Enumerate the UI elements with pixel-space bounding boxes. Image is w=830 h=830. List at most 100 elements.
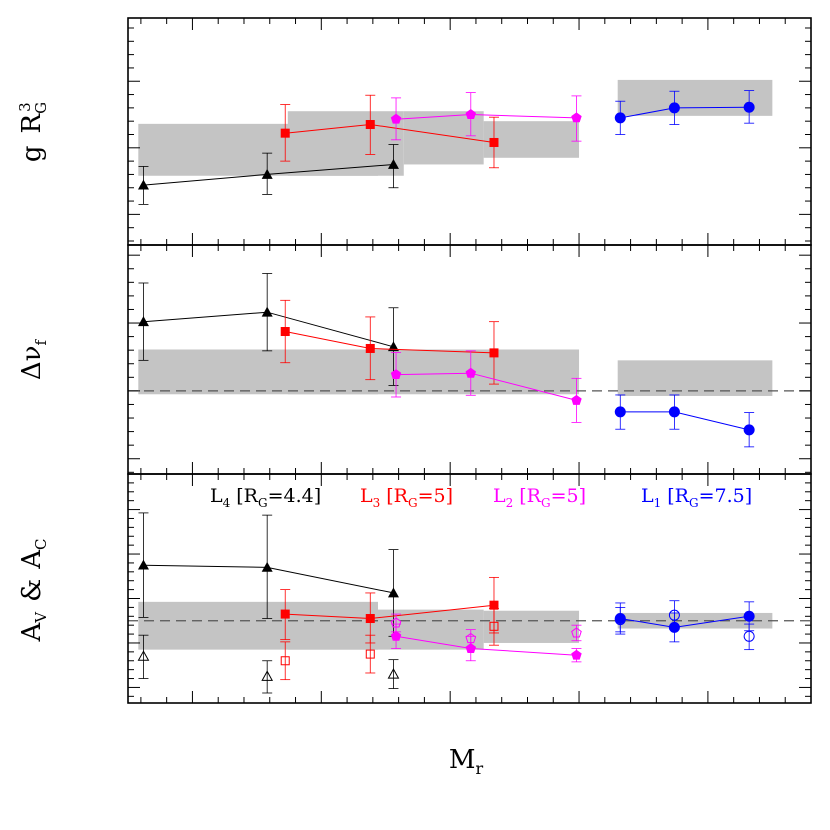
point-bottom-2-0 [390, 630, 402, 641]
ylabel-top-second-sub: G [32, 102, 50, 114]
point-bottom-1-2 [489, 600, 499, 610]
point-bottom-1-1 [365, 614, 375, 624]
point-top-1-0 [280, 128, 290, 138]
point-bottom-4-1 [261, 670, 274, 681]
series-middle-3 [614, 394, 755, 448]
series-middle-2 [390, 350, 582, 423]
legend-item-0-sub: 4 [223, 496, 231, 510]
point-bottom-7-0 [614, 614, 626, 626]
point-bottom-2-1 [465, 643, 477, 653]
point-middle-3-1 [668, 406, 680, 418]
ylabel-top-sup: 3 [16, 102, 34, 112]
series-top-2 [390, 92, 582, 142]
point-bottom-6-0 [390, 617, 402, 628]
ylabel-bottom-amp: & [17, 579, 47, 602]
legend-item-2-rest: [R [519, 485, 541, 507]
point-top-2-2 [571, 112, 582, 123]
legend-item-2: L2 [RG=5] [493, 485, 586, 510]
reference-lines-layer [128, 390, 811, 622]
series-middle-0 [137, 273, 399, 386]
point-bottom-4-0 [137, 650, 150, 661]
xlabel-main: M [449, 745, 476, 775]
ylabel-bottom-sub: V [32, 611, 50, 624]
series-bottom-5 [280, 608, 499, 681]
point-top-2-1 [465, 109, 477, 119]
xlabel: Mr [449, 745, 484, 778]
series-top-3 [614, 90, 755, 135]
ylabel-top-main: g [17, 145, 47, 162]
text-layer: gRG3ΔνfAV&ACMrL4[RG=4.4]L3[RG=5]L2[RG=5]… [16, 102, 752, 778]
point-middle-0-2 [387, 341, 399, 352]
legend-item-3-sub: 1 [654, 496, 662, 510]
series-top-0 [137, 144, 399, 205]
series-top-1 [280, 94, 499, 169]
legend-item-2-tail: =5] [551, 485, 586, 507]
point-top-3-1 [668, 102, 680, 114]
point-bottom-0-0 [137, 559, 149, 570]
ylabel-bottom: AV&AC [17, 538, 50, 642]
xlabel-sub: r [475, 759, 483, 778]
point-top-0-0 [137, 179, 149, 190]
point-top-3-0 [614, 112, 626, 124]
point-top-0-1 [261, 168, 273, 179]
shaded-bands-layer [138, 79, 773, 650]
point-middle-3-0 [614, 406, 626, 418]
legend-item-2-main: L [493, 485, 506, 507]
point-bottom-2-2 [571, 649, 582, 660]
point-middle-1-2 [489, 348, 499, 358]
point-bottom-0-1 [261, 561, 273, 572]
band-middle-1 [287, 349, 580, 395]
ylabel-middle-main: Δν [17, 345, 47, 380]
series-bottom-7 [614, 600, 755, 651]
legend-item-1-tail: =5] [418, 485, 453, 507]
ylabel-middle: Δνf [17, 338, 50, 380]
point-top-0-2 [387, 158, 399, 169]
series-bottom-4 [137, 634, 400, 694]
legend-item-1-sub2: G [408, 496, 418, 510]
point-middle-1-1 [365, 343, 375, 353]
point-middle-2-2 [571, 394, 582, 405]
point-middle-0-0 [137, 316, 149, 327]
point-middle-1-0 [280, 327, 290, 337]
ylabel-bottom-second-sub: C [32, 538, 50, 549]
point-middle-2-1 [465, 367, 477, 378]
series-bottom-6 [390, 613, 582, 648]
point-bottom-6-1 [465, 632, 477, 644]
legend-item-2-sub: 2 [506, 496, 514, 510]
ylabel-bottom-second: A [17, 549, 47, 570]
ylabel-bottom-main: A [17, 622, 47, 643]
legend-item-1: L3[RG=5] [360, 485, 453, 510]
series-line-middle-0 [143, 311, 394, 348]
legend-item-2-sub2: G [541, 496, 551, 510]
band-top-3 [483, 121, 580, 158]
legend-item-1-main: L [360, 485, 373, 507]
legend-item-1-rest: [R [386, 485, 408, 507]
point-bottom-4-2 [387, 668, 400, 679]
point-top-3-2 [743, 101, 755, 113]
series-bottom-0 [137, 512, 399, 637]
band-top-2 [403, 111, 484, 165]
legend-item-3-sub2: G [689, 496, 699, 510]
ylabel-top-second: R [17, 112, 47, 133]
legend-item-0-tail: =4.4] [268, 485, 322, 507]
ylabel-middle-sub: f [32, 338, 50, 345]
legend-item-0: L4[RG=4.4] [210, 485, 321, 510]
legend-item-0-rest: [R [236, 485, 258, 507]
legend-item-3-main: L [641, 485, 654, 507]
legend-item-3-tail: =7.5] [699, 485, 753, 507]
band-top-1 [287, 111, 404, 176]
point-bottom-3-2 [743, 610, 755, 622]
legend-item-3-rest: [R [667, 485, 689, 507]
point-top-2-0 [390, 113, 402, 124]
series-line-middle-3 [620, 411, 750, 431]
point-bottom-5-1 [365, 649, 375, 659]
point-middle-3-2 [743, 424, 755, 436]
point-bottom-6-2 [571, 627, 582, 638]
point-bottom-5-0 [280, 656, 290, 666]
point-top-1-1 [365, 120, 375, 130]
series-middle-1 [280, 299, 499, 385]
point-top-1-2 [489, 137, 499, 147]
legend-item-3: L1 [RG=7.5] [641, 485, 752, 510]
band-middle-2 [617, 360, 773, 396]
